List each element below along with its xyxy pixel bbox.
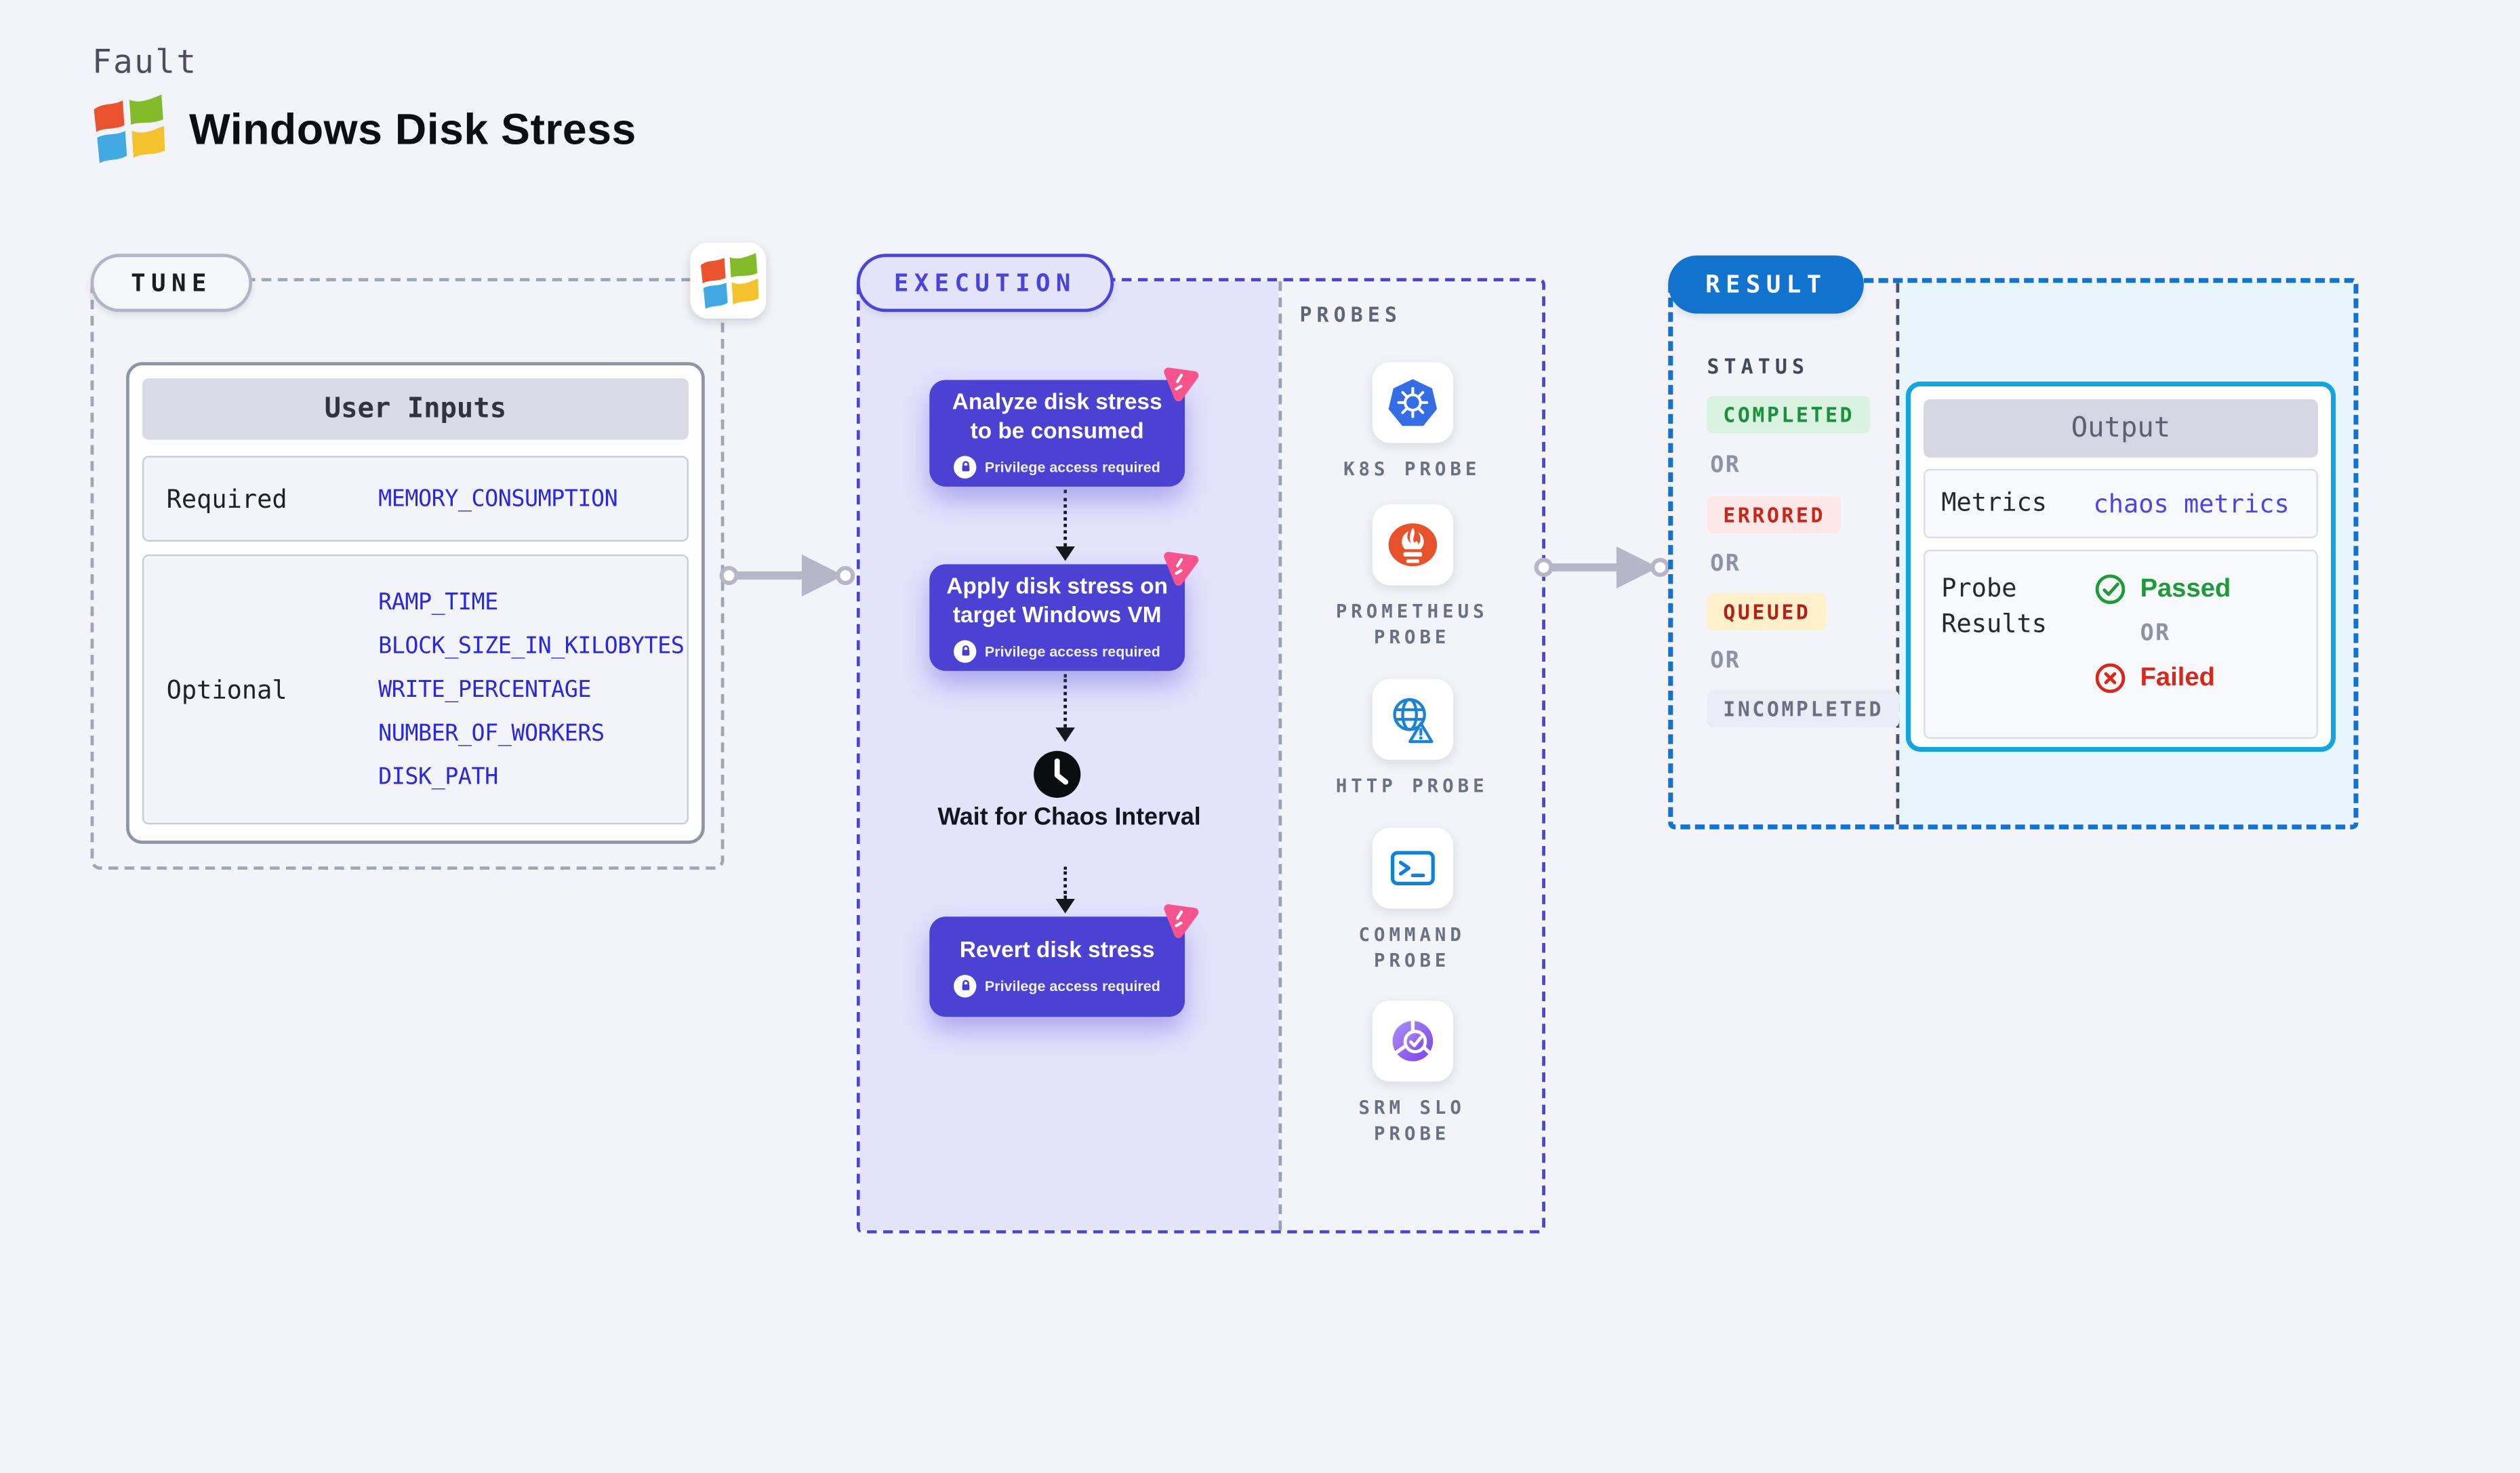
metrics-value-link: chaos metrics bbox=[2093, 489, 2290, 519]
http-globe-icon bbox=[1371, 679, 1452, 760]
privilege-badge: Privilege access required bbox=[954, 639, 1160, 662]
probe-item-prometheus: PROMETHEUS PROBE bbox=[1282, 504, 1542, 650]
step-title: Revert disk stress bbox=[959, 936, 1155, 963]
clock-icon bbox=[1032, 748, 1083, 800]
probe-results-row: Probe Results Passed OR Failed bbox=[1924, 549, 2318, 739]
probe-label: HTTP PROBE bbox=[1335, 774, 1488, 797]
or-label: OR bbox=[1710, 648, 1741, 674]
probes-panel: PROBES K8S PROBE bbox=[1278, 281, 1542, 1230]
or-label: OR bbox=[1710, 551, 1741, 578]
privilege-label: Privilege access required bbox=[984, 458, 1160, 475]
lock-icon bbox=[954, 639, 977, 662]
optional-row: Optional RAMP_TIME BLOCK_SIZE_IN_KILOBYT… bbox=[142, 554, 689, 825]
probe-label: COMMAND PROBE bbox=[1358, 923, 1465, 972]
privilege-badge: Privilege access required bbox=[954, 974, 1160, 998]
failed-row: Failed bbox=[2093, 661, 2231, 695]
terminal-icon bbox=[1371, 828, 1452, 909]
flow-arrow-icon bbox=[1534, 546, 1670, 589]
step-card-analyze: Analyze disk stress to be consumed Privi… bbox=[929, 367, 1199, 487]
failed-cross-icon bbox=[2095, 663, 2126, 693]
privilege-label: Privilege access required bbox=[984, 977, 1160, 994]
lock-icon bbox=[954, 974, 977, 998]
optional-label: Optional bbox=[166, 674, 287, 704]
output-header: Output bbox=[1924, 399, 2318, 458]
status-badge-queued: QUEUED bbox=[1707, 593, 1827, 631]
fault-kind-label: Fault bbox=[92, 42, 198, 81]
probe-item-command: COMMAND PROBE bbox=[1282, 828, 1542, 973]
param-ramp-time: RAMP_TIME bbox=[378, 589, 498, 616]
failed-label: Failed bbox=[2140, 664, 2215, 691]
wait-step-label: Wait for Chaos Interval bbox=[937, 803, 1201, 831]
param-block-size-in-kilobytes: BLOCK_SIZE_IN_KILOBYTES bbox=[378, 632, 685, 659]
param-memory-consumption: MEMORY_CONSUMPTION bbox=[378, 485, 618, 512]
page-header: Windows Disk Stress bbox=[89, 92, 636, 167]
privilege-badge: Privilege access required bbox=[954, 455, 1160, 479]
user-inputs-header: User Inputs bbox=[142, 378, 689, 440]
windows-logo-icon bbox=[94, 94, 165, 163]
probe-item-http: HTTP PROBE bbox=[1282, 679, 1542, 799]
flow-arrow-icon bbox=[719, 554, 855, 597]
chaos-triangle-icon bbox=[1164, 552, 1199, 586]
kubernetes-icon bbox=[1371, 362, 1452, 443]
passed-label: Passed bbox=[2140, 574, 2231, 603]
step-title: Apply disk stress on target Windows VM bbox=[946, 573, 1168, 628]
user-inputs-table: User Inputs Required MEMORY_CONSUMPTION … bbox=[126, 362, 705, 844]
probe-label: SRM SLO PROBE bbox=[1358, 1095, 1465, 1145]
windows-logo-icon bbox=[699, 252, 758, 308]
status-badge-incompleted: INCOMPLETED bbox=[1707, 690, 1900, 728]
probe-results-label: Probe Results bbox=[1941, 573, 2048, 639]
chaos-triangle-icon bbox=[1164, 367, 1199, 402]
probe-item-k8s: K8S PROBE bbox=[1282, 362, 1542, 481]
step-title: Analyze disk stress to be consumed bbox=[952, 388, 1162, 443]
param-write-percentage: WRITE_PERCENTAGE bbox=[378, 677, 592, 703]
chaos-triangle-icon bbox=[1164, 904, 1199, 938]
tune-section: TUNE User Inputs Required MEMORY_CONSUMP… bbox=[90, 242, 767, 870]
status-badge-errored: ERRORED bbox=[1707, 496, 1842, 534]
page-title: Windows Disk Stress bbox=[189, 104, 636, 153]
or-label: OR bbox=[1710, 452, 1741, 479]
probe-item-srm-slo: SRM SLO PROBE bbox=[1282, 1001, 1542, 1146]
probe-label: PROMETHEUS PROBE bbox=[1335, 599, 1488, 649]
param-number-of-workers: NUMBER_OF_WORKERS bbox=[378, 720, 605, 746]
required-label: Required bbox=[166, 484, 287, 514]
connector-arrow bbox=[1055, 674, 1075, 742]
execution-flow-panel: Analyze disk stress to be consumed Privi… bbox=[859, 281, 1279, 1230]
privilege-label: Privilege access required bbox=[984, 643, 1160, 660]
probe-label: K8S PROBE bbox=[1343, 457, 1481, 481]
step-card-revert: Revert disk stress Privilege access requ… bbox=[929, 904, 1199, 1017]
result-section: RESULT STATUS COMPLETED OR ERRORED OR QU… bbox=[1668, 255, 2359, 830]
or-label: OR bbox=[2140, 620, 2171, 647]
status-label: STATUS bbox=[1707, 354, 1810, 379]
execution-pill: EXECUTION bbox=[856, 254, 1114, 312]
step-card-apply: Apply disk stress on target Windows VM P… bbox=[929, 552, 1199, 671]
status-badge-completed: COMPLETED bbox=[1707, 396, 1871, 434]
execution-section: Analyze disk stress to be consumed Privi… bbox=[856, 254, 1545, 1234]
slo-donut-icon bbox=[1371, 1001, 1452, 1082]
output-panel: Output Metrics chaos metrics Probe Resul… bbox=[1905, 381, 2336, 752]
connector-arrow bbox=[1055, 489, 1075, 561]
required-row: Required MEMORY_CONSUMPTION bbox=[142, 456, 689, 542]
metrics-row: Metrics chaos metrics bbox=[1924, 468, 2318, 539]
metrics-label: Metrics bbox=[1941, 487, 2048, 517]
passed-row: Passed bbox=[2093, 572, 2231, 606]
lock-icon bbox=[954, 455, 977, 479]
connector-arrow bbox=[1055, 866, 1075, 914]
probes-label: PROBES bbox=[1299, 302, 1402, 327]
result-divider bbox=[1896, 283, 1900, 825]
windows-logo-badge bbox=[690, 242, 767, 319]
result-pill: RESULT bbox=[1668, 255, 1865, 314]
prometheus-icon bbox=[1371, 504, 1452, 586]
tune-pill: TUNE bbox=[90, 254, 253, 312]
param-disk-path: DISK_PATH bbox=[378, 763, 498, 790]
passed-check-icon bbox=[2095, 574, 2126, 605]
